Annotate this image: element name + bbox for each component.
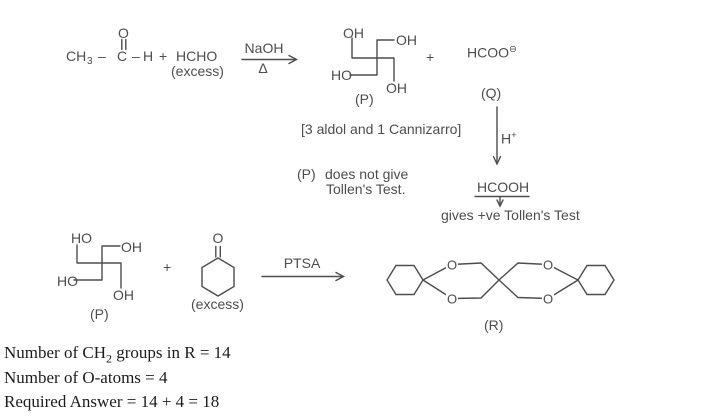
answer-line-o-count: Number of O-atoms = 4 xyxy=(4,368,168,387)
arrow1-reagent-naoh: NaOH xyxy=(244,40,284,56)
answer-line1-suffix: groups in R = 14 xyxy=(111,343,231,362)
p-note-line1: does not give xyxy=(325,166,409,182)
plus-sign-1: + xyxy=(159,48,168,64)
answer-line1-subscript: 2 xyxy=(105,351,112,366)
answer-line-ch2-count: Number of CH2 groups in R = 14 xyxy=(4,343,231,366)
formate-formula: HCOO xyxy=(467,44,509,61)
mechanism-note: [3 aldol and 1 Cannizarro] xyxy=(301,121,462,137)
acetaldehyde-subscript-3: 3 xyxy=(87,56,93,67)
formaldehyde-excess-note: (excess) xyxy=(171,63,224,79)
p2-ho-top-left: HO xyxy=(71,230,92,246)
acetaldehyde-h: H xyxy=(143,48,154,64)
formaldehyde-formula: HCHO xyxy=(176,48,218,64)
hcooh-formula: HCOOH xyxy=(477,179,530,195)
acetaldehyde-bond-dash-1: – xyxy=(98,48,106,64)
acetaldehyde-carbonyl-bond xyxy=(121,38,127,51)
cyclohexanone-excess-note: (excess) xyxy=(191,296,244,312)
plus-sign-3: + xyxy=(163,259,172,275)
plus-sign-2: + xyxy=(426,49,435,65)
p-oh-top-right: OH xyxy=(396,32,417,48)
r-o-top-left: O xyxy=(445,257,459,272)
reactant-p-label: (P) xyxy=(90,306,109,322)
hcooh-arrow xyxy=(474,195,530,208)
formate-charge: ⊖ xyxy=(509,44,517,55)
reaction-arrow-1 xyxy=(241,54,298,65)
acetaldehyde-bond-dash-2: – xyxy=(132,48,140,64)
formate-ion: HCOO⊖ xyxy=(467,44,517,61)
acid-h: H xyxy=(501,130,512,147)
acetaldehyde-c: C xyxy=(117,48,128,64)
p-note-line2: Tollen's Test. xyxy=(326,181,406,197)
reaction-arrow-2 xyxy=(261,271,345,282)
product-p-label: (P) xyxy=(355,91,374,107)
acid-h-plus: H+ xyxy=(501,130,517,147)
r-o-bottom-left: O xyxy=(445,291,459,306)
arrow2-reagent-ptsa: PTSA xyxy=(283,255,321,271)
r-o-top-right: O xyxy=(541,257,555,272)
cyclohexanone-skeleton xyxy=(201,245,235,297)
product-q-label: (Q) xyxy=(481,85,502,101)
product-p-skeleton xyxy=(349,37,395,82)
tollens-positive-note: gives +ve Tollen's Test xyxy=(441,207,580,223)
answer-line1-prefix: Number of CH xyxy=(4,343,106,362)
product-r-skeleton xyxy=(386,262,615,300)
p-note-label: (P) xyxy=(297,166,316,182)
carbonyl-o-label: O xyxy=(118,25,129,41)
p-oh-top-left: OH xyxy=(343,25,364,41)
r-o-bottom-right: O xyxy=(541,291,555,306)
answer-line-required: Required Answer = 14 + 4 = 18 xyxy=(4,392,220,411)
p2-oh-bottom: OH xyxy=(113,287,134,303)
reactant-p-skeleton xyxy=(73,244,122,289)
arrow1-condition-delta: Δ xyxy=(258,60,268,76)
p-ho-left: HO xyxy=(331,67,352,83)
p2-ho-left: HO xyxy=(57,273,78,289)
product-r-label: (R) xyxy=(484,317,504,333)
cyclohexanone-o-label: O xyxy=(212,230,224,246)
p2-oh-top-right: OH xyxy=(121,239,142,255)
acetaldehyde-ch: CH xyxy=(66,48,87,64)
acid-arrow xyxy=(492,106,502,166)
acid-plus: + xyxy=(511,130,517,141)
p-oh-bottom: OH xyxy=(386,80,407,96)
